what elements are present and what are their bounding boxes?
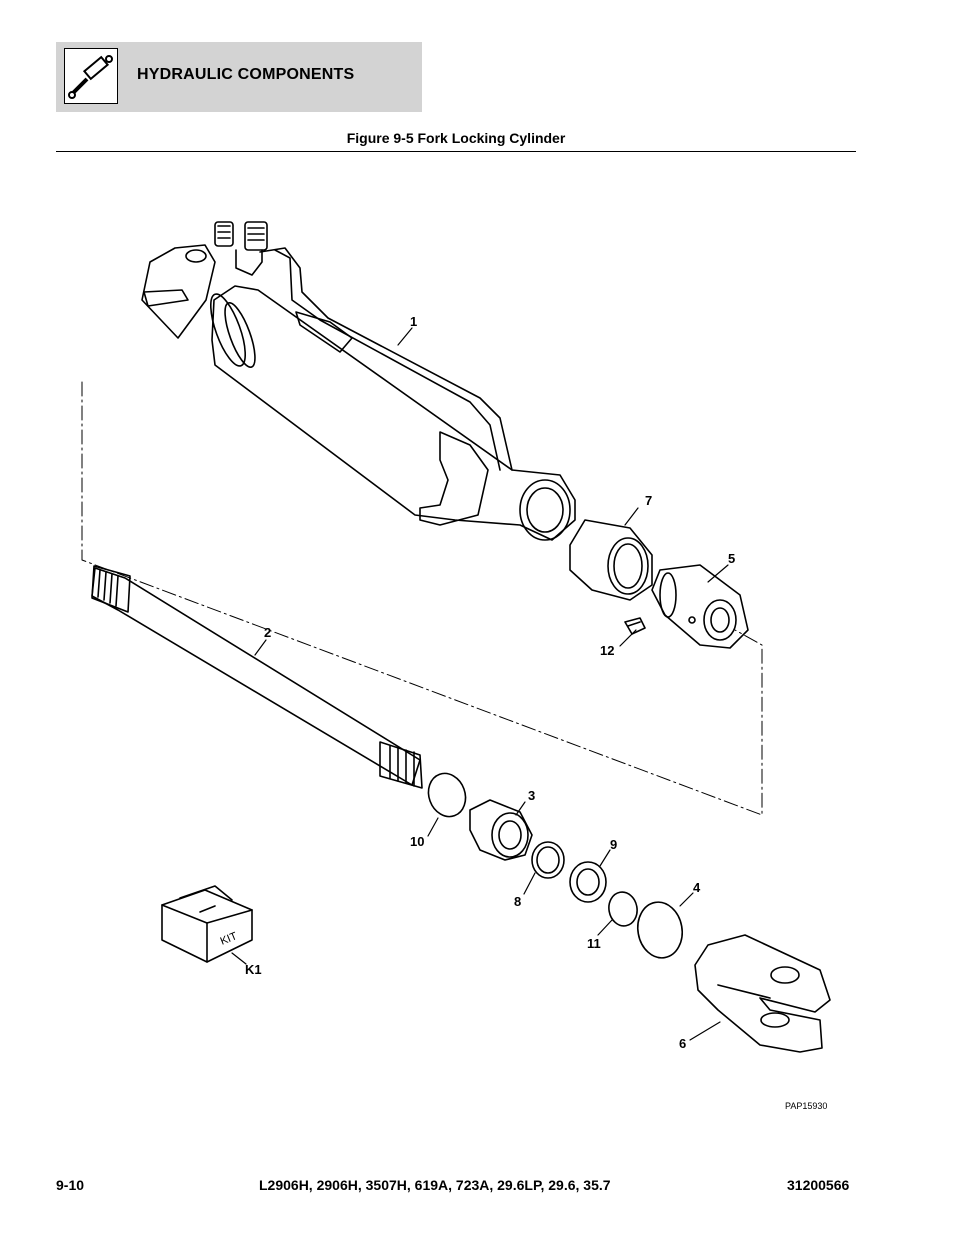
section-title: HYDRAULIC COMPONENTS: [137, 66, 355, 83]
callout-11: 11: [587, 936, 601, 951]
header-divider: [56, 151, 856, 152]
callout-k1: K1: [245, 962, 262, 977]
callout-leaders: [231, 327, 729, 1041]
assembly-centerline: [81, 381, 763, 816]
callout-5: 5: [728, 551, 736, 566]
cylinder-barrel: [141, 221, 576, 541]
hydraulic-cylinder-icon: [64, 48, 118, 104]
callout-3: 3: [528, 788, 536, 803]
cylinder-head: [651, 564, 749, 649]
piston-rod: [91, 565, 423, 789]
wear-ring-8: [531, 841, 565, 879]
callout-12: 12: [600, 643, 615, 658]
clevis-end: [694, 934, 831, 1053]
callout-7: 7: [645, 493, 653, 508]
piston: [469, 799, 533, 861]
section-header: HYDRAULIC COMPONENTS: [56, 42, 422, 112]
o-ring-10: [427, 772, 467, 818]
figure-title: Figure 9-5 Fork Locking Cylinder: [346, 130, 566, 146]
document-number: 31200566: [787, 1177, 850, 1193]
callout-9: 9: [610, 837, 618, 852]
sleeve-part: [569, 519, 653, 601]
callout-1: 1: [410, 314, 418, 329]
set-screw: [624, 617, 646, 635]
o-ring-11: [608, 891, 638, 927]
callout-4: 4: [693, 880, 701, 895]
callout-10: 10: [410, 834, 425, 849]
page-number: 9-10: [56, 1177, 85, 1193]
kit-box-icon: [161, 885, 253, 963]
callout-8: 8: [514, 894, 522, 909]
figure-reference-code: PAP15930: [785, 1101, 828, 1111]
callout-2: 2: [264, 625, 272, 640]
o-ring-4: [636, 901, 684, 959]
model-list: L2906H, 2906H, 3507H, 619A, 723A, 29.6LP…: [259, 1177, 611, 1193]
kit-box-label: KIT: [219, 930, 240, 948]
callout-6: 6: [679, 1036, 687, 1051]
seal-9: [569, 861, 607, 903]
